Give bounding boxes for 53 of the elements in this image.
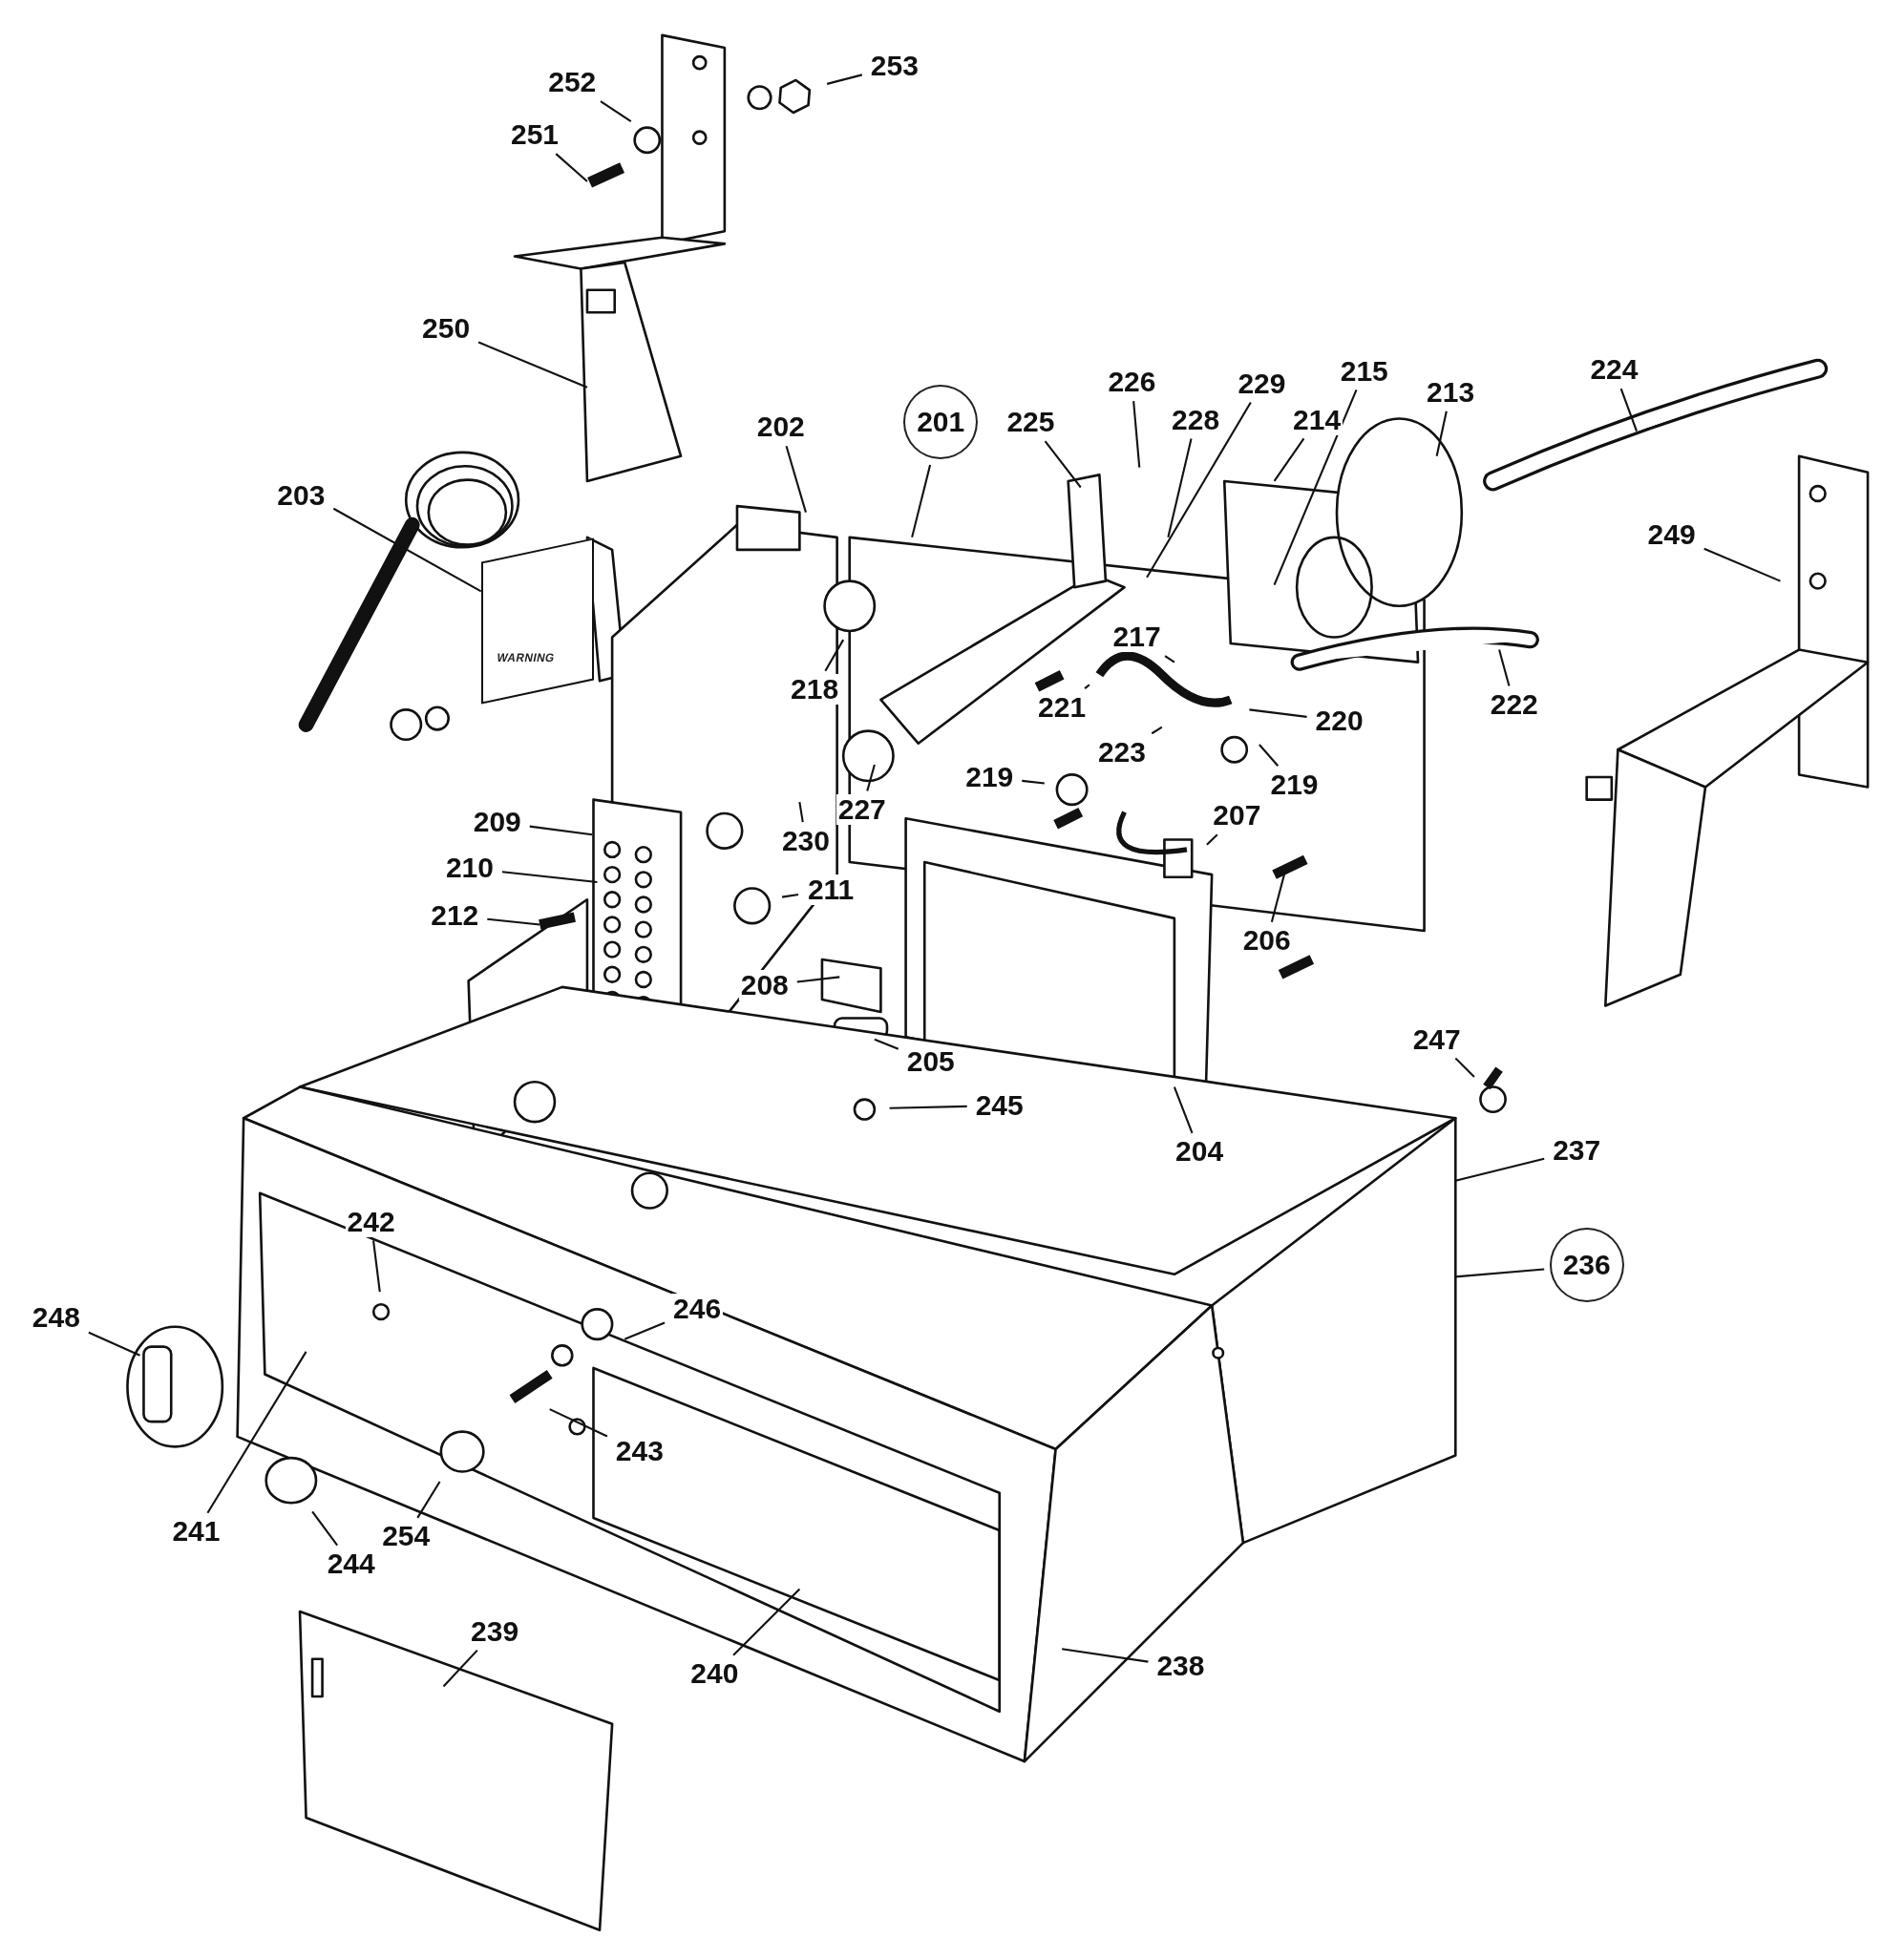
leader-line — [555, 153, 588, 182]
leader-line — [798, 802, 804, 823]
leader-line — [1703, 547, 1781, 582]
leader-line — [1619, 388, 1638, 432]
leader-line — [311, 1510, 338, 1547]
callout-number: 227 — [836, 793, 888, 825]
leader-line — [826, 74, 863, 85]
leader-line — [1022, 779, 1045, 785]
warning-text: WARNING — [495, 650, 556, 664]
leader-line — [529, 825, 593, 836]
leader-line — [1455, 1268, 1545, 1278]
leader-line — [1206, 833, 1218, 846]
leader-line — [732, 1588, 801, 1656]
leader-line — [372, 1240, 381, 1293]
callout-number: 218 — [789, 674, 841, 706]
leader-line — [1167, 438, 1193, 538]
leader-line — [1151, 726, 1163, 735]
leader-line — [88, 1331, 140, 1357]
leader-line — [549, 1408, 608, 1438]
leader-line — [911, 464, 932, 538]
leader-line — [874, 1038, 899, 1050]
leader-line — [1454, 1057, 1475, 1078]
leader-line — [781, 894, 799, 898]
leader-line — [1273, 390, 1358, 585]
leader-line — [1062, 1648, 1149, 1663]
leader-line — [1146, 402, 1252, 579]
leader-line — [501, 871, 598, 883]
leader-line — [866, 764, 876, 791]
leader-line — [416, 1481, 441, 1519]
leader-line — [1132, 401, 1141, 468]
leader-line — [785, 446, 807, 513]
leader-line — [824, 639, 845, 672]
leader-line — [1498, 649, 1511, 686]
leader-line — [1084, 684, 1090, 689]
leader-line — [1044, 440, 1082, 489]
leader-line — [889, 1105, 967, 1109]
callout-number: 236 — [1549, 1228, 1624, 1303]
callout-number: 208 — [738, 970, 791, 1001]
leader-line — [1173, 1086, 1194, 1134]
leader-line — [624, 1321, 666, 1340]
leader-line — [487, 917, 540, 926]
leader-line — [206, 1351, 307, 1514]
callout-number: 201 — [903, 385, 979, 460]
leader-line — [442, 1649, 478, 1688]
leader-line — [477, 341, 588, 389]
leader-line — [796, 976, 840, 983]
leader-line — [600, 100, 632, 122]
leader-line — [1435, 411, 1448, 456]
leader-line — [1164, 655, 1175, 664]
leader-line — [1249, 708, 1307, 718]
leader-line — [1273, 437, 1305, 482]
leader-line — [1259, 744, 1280, 767]
leader-line — [1455, 1157, 1545, 1182]
